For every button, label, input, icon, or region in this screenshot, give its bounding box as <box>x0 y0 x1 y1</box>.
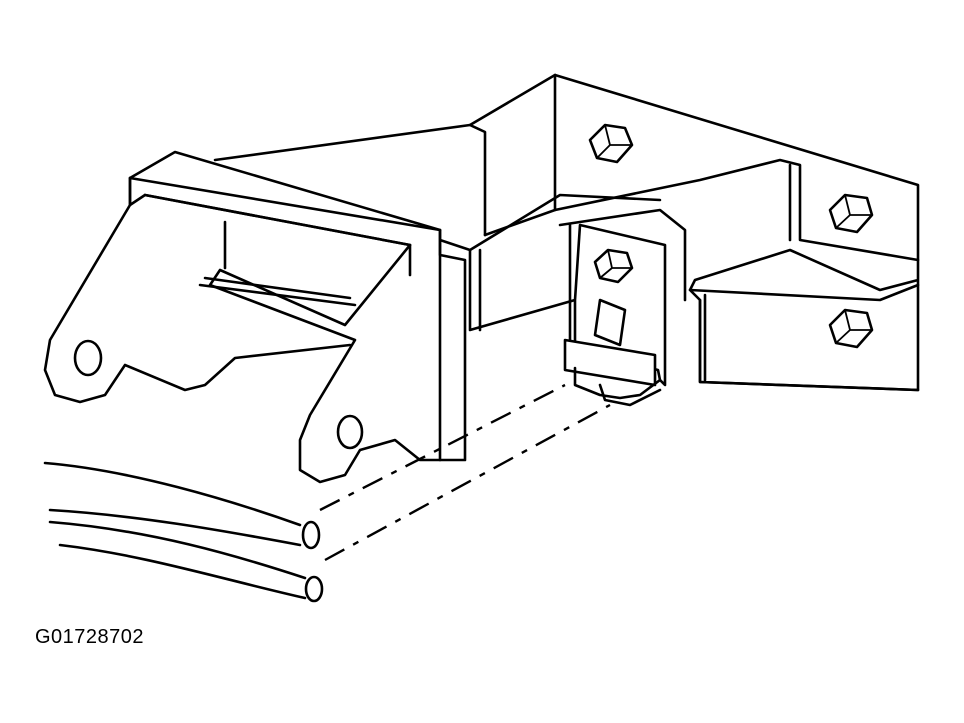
mounting-flange-plate <box>553 73 920 392</box>
alignment-dashes <box>319 383 611 562</box>
retaining-clip <box>558 208 687 407</box>
left-eyelet-hole <box>73 339 103 377</box>
right-eyelet-hole <box>336 414 364 450</box>
bolt-upper-left <box>588 123 634 164</box>
bolt-right-upper <box>828 193 874 234</box>
rod-lower <box>48 520 324 603</box>
fork-bracket <box>43 150 467 484</box>
top-plate <box>213 73 662 332</box>
figure-id-label: G01728702 <box>35 626 145 648</box>
bolt-right-lower <box>828 308 874 349</box>
rod-upper <box>43 461 321 550</box>
bolt-clip <box>593 248 634 284</box>
